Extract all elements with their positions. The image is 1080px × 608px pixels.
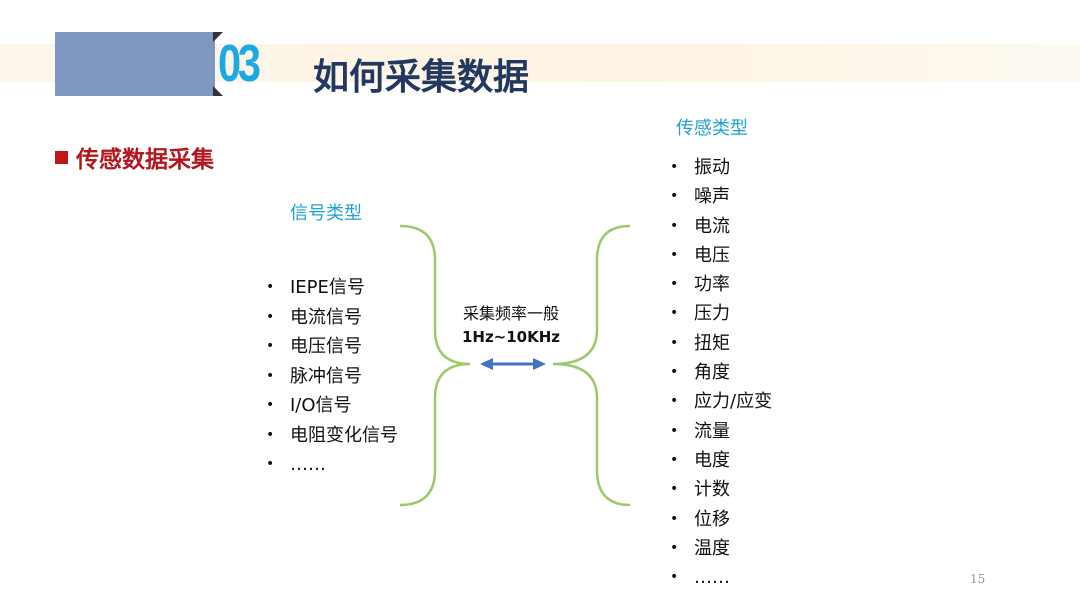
item-label: 噪声 [694, 186, 730, 208]
signal-heading: 信号类型 [290, 203, 362, 224]
list-item: •电度 [670, 446, 772, 475]
section-number: 03 [218, 35, 261, 93]
item-label: I/O信号 [290, 395, 352, 416]
item-label: 位移 [694, 508, 730, 530]
list-item: •流量 [670, 417, 772, 446]
left-brace [399, 224, 471, 507]
list-item: •压力 [670, 299, 772, 328]
page-title: 如何采集数据 [313, 57, 530, 98]
list-item: •…… [266, 450, 398, 480]
list-item: •电阻变化信号 [266, 421, 398, 451]
list-item: •温度 [670, 534, 772, 563]
item-label: 温度 [694, 537, 730, 559]
item-label: 电流信号 [290, 306, 362, 328]
item-label: 流量 [694, 420, 730, 442]
double-arrow-icon [480, 358, 546, 370]
list-item: •角度 [670, 358, 772, 387]
item-label: 电度 [694, 449, 730, 471]
sampling-label: 采集频率一般 [462, 304, 559, 323]
list-item: •扭矩 [670, 329, 772, 358]
page-number: 15 [970, 572, 986, 586]
notch-decoration [213, 86, 223, 96]
sensor-list: •振动 •噪声 •电流 •电压 •功率 •压力 •扭矩 •角度 •应力/应变 •… [670, 153, 772, 592]
item-label: 脉冲信号 [290, 365, 362, 387]
list-item: •…… [670, 563, 772, 592]
list-item: •应力/应变 [670, 387, 772, 416]
list-item: •IEPE信号 [266, 273, 398, 303]
list-item: •I/O信号 [266, 391, 398, 421]
list-item: •脉冲信号 [266, 362, 398, 392]
list-item: •电流信号 [266, 303, 398, 333]
square-bullet-icon [55, 150, 68, 164]
item-label: …… [290, 454, 326, 475]
item-label: IEPE信号 [290, 277, 365, 298]
signal-list: •IEPE信号 •电流信号 •电压信号 •脉冲信号 •I/O信号 •电阻变化信号… [266, 273, 398, 480]
right-brace [552, 224, 631, 507]
item-label: 压力 [694, 303, 730, 325]
item-label: 振动 [694, 157, 730, 178]
item-label: 电压信号 [290, 336, 362, 357]
item-label: 电压 [694, 244, 730, 266]
list-item: •电流 [670, 212, 772, 241]
sampling-rate: 采集频率一般 1Hz~10KHz [446, 300, 576, 346]
list-item: •位移 [670, 505, 772, 534]
section-block [55, 32, 215, 96]
list-item: •噪声 [670, 182, 772, 211]
item-label: 计数 [694, 479, 730, 501]
notch-decoration [213, 32, 223, 42]
list-item: •功率 [670, 270, 772, 299]
subtitle-text: 传感数据采集 [76, 147, 214, 173]
sampling-range: 1Hz~10KHz [461, 328, 561, 346]
subtitle: 传感数据采集 [55, 140, 214, 174]
sensor-heading: 传感类型 [676, 118, 748, 139]
item-label: 电阻变化信号 [290, 424, 398, 446]
list-item: •电压信号 [266, 332, 398, 362]
list-item: •计数 [670, 475, 772, 504]
item-label: 电流 [694, 215, 730, 237]
item-label: 功率 [694, 274, 730, 296]
item-label: …… [694, 567, 730, 589]
list-item: •电压 [670, 241, 772, 270]
item-label: 角度 [694, 362, 730, 384]
list-item: •振动 [670, 153, 772, 182]
item-label: 应力/应变 [694, 391, 773, 413]
item-label: 扭矩 [694, 332, 730, 354]
